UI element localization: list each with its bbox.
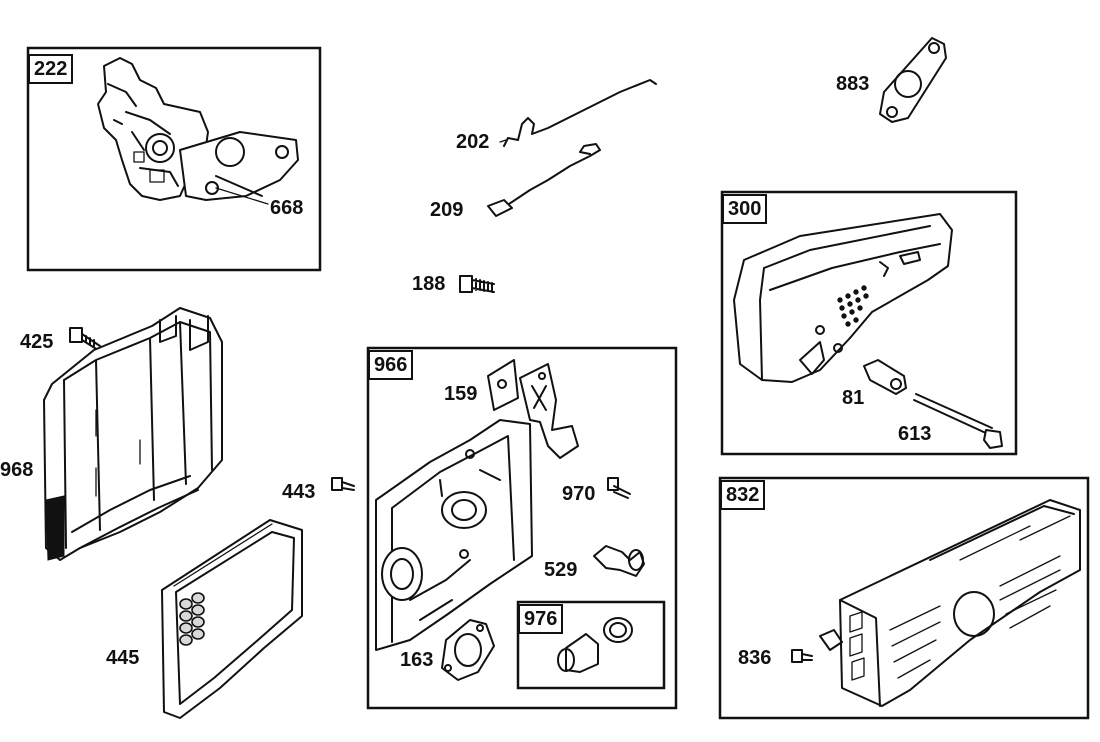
muffler-drawing <box>733 213 953 383</box>
box-976-frame <box>516 600 666 690</box>
box-label-976: 976 <box>518 604 564 634</box>
part-label-202: 202 <box>456 131 490 153</box>
spring-coil <box>487 199 513 217</box>
screw-425-icon <box>69 327 101 351</box>
screw-970-icon <box>607 477 631 499</box>
bolt-613 <box>913 393 1003 449</box>
box-832-frame <box>718 476 1090 720</box>
box-label-300: 300 <box>722 194 768 224</box>
box-966-frame <box>366 346 678 710</box>
leader-668 <box>215 187 269 205</box>
part-label-836: 836 <box>738 647 772 669</box>
muffler-gasket-883 <box>879 37 947 123</box>
part-label-188: 188 <box>412 273 446 295</box>
leader-202 <box>499 139 507 143</box>
elbow-529 <box>593 545 645 577</box>
air-filter-base-968 <box>43 307 223 561</box>
box-label-832: 832 <box>720 480 766 510</box>
muffler-guard-drawing <box>819 499 1081 707</box>
governor-spring <box>495 143 601 213</box>
part-label-668: 668 <box>270 197 304 219</box>
part-label-163: 163 <box>400 649 434 671</box>
part-label-968: 968 <box>0 459 34 481</box>
carburetor-drawing <box>97 57 299 201</box>
bracket-159 <box>487 359 579 459</box>
part-label-883: 883 <box>836 73 870 95</box>
part-label-425: 425 <box>20 331 54 353</box>
screw-188-icon <box>459 275 495 293</box>
breather-tube-drawing <box>557 617 633 673</box>
part-label-613: 613 <box>898 423 932 445</box>
part-label-970: 970 <box>562 483 596 505</box>
part-label-209: 209 <box>430 199 464 221</box>
throttle-link-wire <box>503 79 657 147</box>
part-label-445: 445 <box>106 647 140 669</box>
box-label-222: 222 <box>28 54 74 84</box>
air-filter-445 <box>161 519 303 719</box>
part-label-81: 81 <box>842 387 865 409</box>
screw-836-icon <box>791 649 813 663</box>
part-label-443: 443 <box>282 481 316 503</box>
part-label-529: 529 <box>544 559 578 581</box>
box-300-frame <box>720 190 1018 456</box>
box-222-frame <box>26 46 322 272</box>
gasket-163 <box>441 619 495 681</box>
air-cleaner-base-drawing <box>375 419 533 651</box>
screw-443-icon <box>331 477 355 491</box>
part-label-159: 159 <box>444 383 478 405</box>
washer-81 <box>863 359 907 395</box>
box-label-966: 966 <box>368 350 414 380</box>
